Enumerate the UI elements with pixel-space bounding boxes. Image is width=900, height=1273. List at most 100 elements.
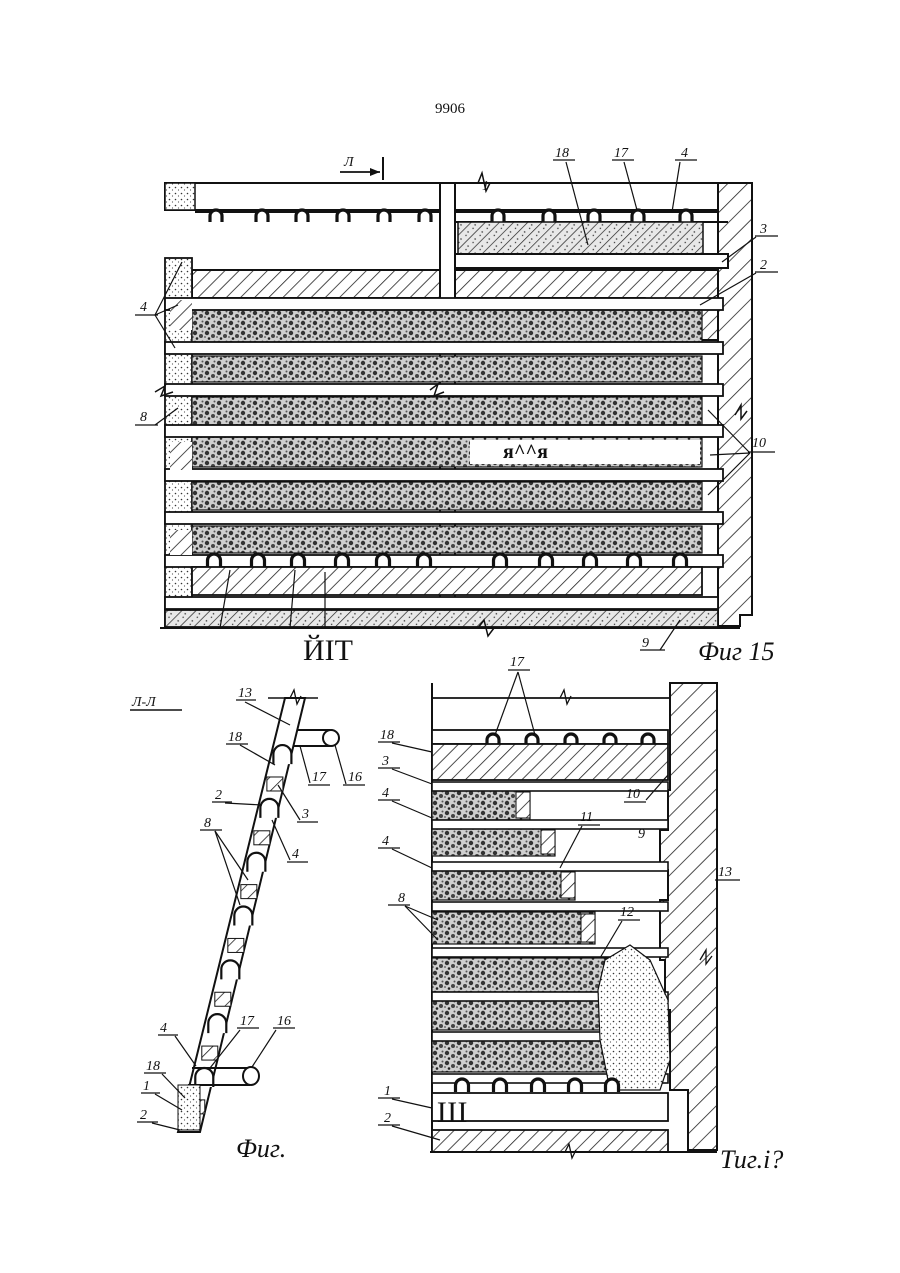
callout-13-section: 13 — [238, 686, 252, 701]
callout-3: 3 — [759, 222, 767, 237]
callout-11-fig17: 11 — [580, 810, 593, 825]
plank — [165, 384, 723, 396]
plank — [165, 298, 723, 310]
timber-crib — [561, 872, 575, 898]
callout-10-fig17: 10 — [626, 787, 640, 802]
callout-10: 10 — [752, 436, 766, 451]
support-arch — [674, 554, 687, 568]
plank-3 — [455, 254, 728, 268]
section-caption: Фиг. — [236, 1134, 286, 1163]
support-arch — [456, 1079, 469, 1092]
figure-17-caption: Тиг.і? — [720, 1145, 783, 1174]
callout-2: 2 — [760, 258, 767, 273]
callout-17: 17 — [614, 146, 629, 161]
callout-3-fig17: 3 — [381, 754, 389, 769]
support-arch — [210, 210, 222, 222]
floor-slab-17 — [432, 1130, 668, 1152]
roof-end-block — [165, 183, 195, 210]
section-title: Л-Л — [131, 695, 157, 710]
callout-3-section: 3 — [301, 807, 309, 822]
support-arch — [632, 210, 644, 222]
callout-8-fig17: 8 — [398, 891, 405, 906]
support-arch — [680, 210, 692, 222]
callout-2-section-bottom: 2 — [140, 1108, 147, 1123]
rubble-layer — [432, 790, 530, 820]
plank — [432, 862, 668, 871]
timber-crib — [516, 792, 530, 818]
support-arch — [337, 210, 349, 222]
rubble-layer — [432, 912, 595, 944]
support-arch — [256, 210, 268, 222]
rubble-layer — [192, 310, 702, 342]
plank — [432, 820, 668, 829]
plank — [165, 342, 723, 354]
bottom-slab — [192, 567, 702, 595]
plank — [165, 469, 723, 481]
timber-crib — [581, 914, 595, 942]
block-18-17 — [432, 744, 668, 780]
pipe-16-top — [323, 730, 339, 746]
support-arch — [377, 554, 390, 568]
callout-2-fig17: 2 — [384, 1111, 391, 1126]
rubble-layer — [432, 828, 555, 856]
callout-8: 8 — [140, 410, 147, 425]
plank — [165, 425, 723, 437]
callout-18-section: 18 — [228, 730, 242, 745]
support-arch — [494, 554, 507, 568]
rubble-layer — [432, 870, 575, 900]
callout-4-left: 4 — [140, 300, 147, 315]
callout-16-section-bottom: 16 — [277, 1014, 291, 1029]
pipe-16-bottom — [243, 1067, 259, 1085]
rubble-layers — [165, 298, 723, 567]
support-arch — [588, 210, 600, 222]
support-arch — [532, 1079, 545, 1092]
rubble-layer — [192, 526, 702, 553]
callout-9: 9 — [642, 636, 649, 651]
wall-arch — [273, 745, 291, 764]
rubble-layer — [192, 482, 702, 510]
wall-arch — [234, 907, 252, 926]
wall-hatch — [215, 992, 231, 1006]
callout-18: 18 — [555, 146, 569, 161]
support-arch — [494, 1079, 507, 1092]
callout-8-section: 8 — [204, 816, 211, 831]
wall-hatch — [241, 885, 257, 899]
overlay-text-17: Ш — [437, 1096, 467, 1129]
support-arch — [336, 554, 349, 568]
figure-17: 17 18 3 4 4 8 1 2 10 11 9 13 12 Ш — [378, 655, 783, 1174]
wall-arch — [208, 1014, 226, 1033]
rubble-layer — [192, 356, 702, 382]
callout-17-section-bottom: 17 — [240, 1014, 255, 1029]
callout-4-section-bottom: 4 — [160, 1021, 167, 1036]
callout-1-fig17: 1 — [384, 1084, 391, 1099]
callout-12-fig17: 12 — [620, 905, 634, 920]
callout-9-fig17: 9 — [638, 827, 645, 842]
support-arch — [378, 210, 390, 222]
callout-4-top: 4 — [681, 146, 688, 161]
support-arch — [569, 1079, 582, 1092]
support-arch — [252, 554, 265, 568]
support-arch — [492, 210, 504, 222]
callout-2-section: 2 — [215, 788, 222, 803]
callout-1-section: 1 — [143, 1079, 150, 1094]
callout-1: 1 — [482, 179, 489, 194]
callout-16-section-top: 16 — [348, 770, 362, 785]
collapse-zone — [598, 945, 670, 1090]
callout-4-section-top: 4 — [292, 847, 299, 862]
rubble-layer — [432, 1040, 630, 1072]
inner-label: я^^я — [503, 441, 548, 463]
support-arch — [418, 554, 431, 568]
floor-slab — [165, 610, 718, 627]
section-view: Л-Л 13 18 2 8 3 4 — [130, 686, 365, 1163]
callout-13-fig17: 13 — [718, 865, 732, 880]
plank — [165, 512, 723, 524]
callout-18-fig17: 18 — [380, 728, 394, 743]
callout-4-fig17-b: 4 — [382, 834, 389, 849]
wall-arch — [247, 853, 265, 872]
support-arch — [540, 554, 553, 568]
support-arch — [292, 554, 305, 568]
wall-hatch — [202, 1046, 218, 1060]
wall-arch — [221, 960, 239, 979]
support-arch — [543, 210, 555, 222]
wall-hatch — [228, 938, 244, 952]
